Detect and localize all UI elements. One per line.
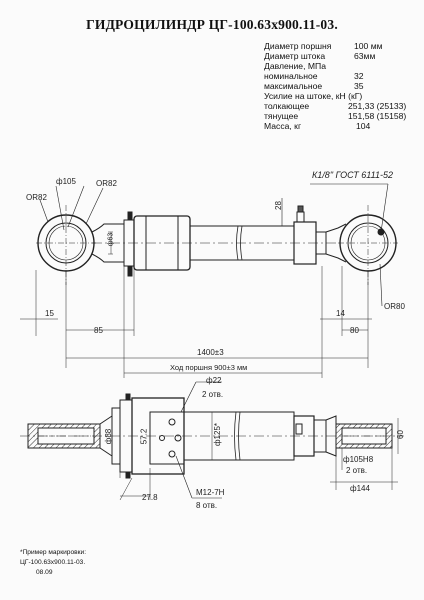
rod-value: 63мм — [354, 51, 376, 61]
pressure-label: Давление, МПа — [264, 61, 326, 71]
push-value: 251,33 (25133) — [348, 101, 407, 111]
pull-value: 151,58 (15158) — [348, 111, 407, 121]
dim-r80: ОR80 — [384, 302, 405, 311]
dim-14: 14 — [336, 309, 345, 318]
dim-d144: ф144 — [350, 484, 370, 493]
marking-label: *Пример маркировки: — [20, 549, 87, 556]
dim-r82-right: ОR82 — [96, 179, 117, 188]
dim-d105h8: ф105H8 — [343, 455, 374, 464]
piston-value: 100 мм — [354, 41, 383, 51]
dim-28: 28 — [273, 201, 283, 210]
push-label: толкающее — [264, 101, 310, 111]
dim-80: 80 — [350, 326, 359, 335]
holes-a-note: 2 отв. — [202, 390, 224, 399]
rod-label: Диаметр штока — [264, 51, 326, 61]
page-title: ГИДРОЦИЛИНДР ЦГ-100.63х900.11-03. — [86, 17, 338, 32]
dim-d105: ф105 — [56, 177, 76, 186]
marking-date: 08.09 — [36, 569, 53, 576]
dim-15: 15 — [45, 309, 54, 318]
max-label: максимальное — [264, 81, 323, 91]
nominal-value: 32 — [354, 71, 364, 81]
thread-note: К1/8" ГОСТ 6111-52 — [312, 170, 393, 180]
bottom-view — [20, 381, 404, 501]
top-view — [20, 183, 398, 378]
pull-label: тянущее — [264, 111, 299, 121]
dim-85: 85 — [94, 326, 103, 335]
mass-label: Масса, кг — [264, 121, 302, 131]
dim-r82-left: ОR82 — [26, 193, 47, 202]
force-label: Усилие на штоке, кН (кГ) — [264, 91, 363, 101]
dim-57-2: 57.2 — [139, 428, 149, 445]
dim-d63: ф63 — [107, 232, 115, 247]
dim-d22: ф22 — [206, 376, 222, 385]
piston-label: Диаметр поршня — [264, 41, 332, 51]
holes-c-note: 8 отв. — [196, 501, 218, 510]
dim-length: 1400±3 — [197, 348, 224, 357]
thread-m12: М12-7Н — [196, 488, 225, 497]
dim-27-8: 27.8 — [142, 493, 158, 502]
dim-d88: ф88 — [104, 428, 114, 445]
holes-b-note: 2 отв. — [346, 466, 368, 475]
nominal-label: номинальное — [264, 71, 318, 81]
max-value: 35 — [354, 81, 364, 91]
dim-stroke: Ход поршня 900±3 мм — [170, 363, 248, 372]
dim-d125: ф125* — [213, 422, 223, 447]
mass-value: 104 — [356, 121, 371, 131]
dim-60: 60 — [395, 430, 405, 439]
marking-code: ЦГ-100.63х900.11-03. — [20, 559, 86, 566]
